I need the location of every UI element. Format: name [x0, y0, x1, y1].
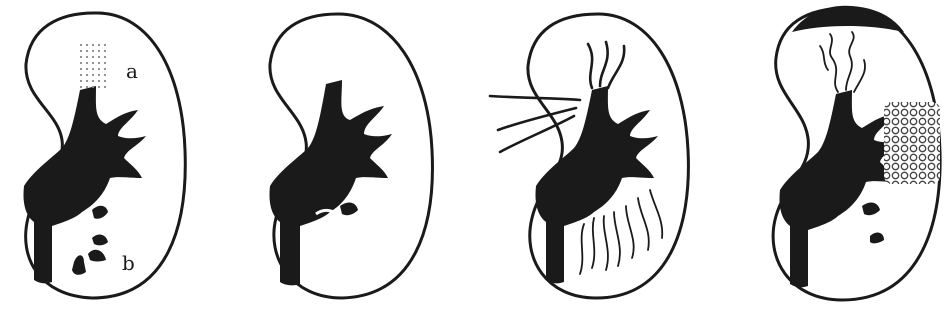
kidney-panel-4: [773, 6, 940, 300]
label-a: a: [126, 59, 138, 83]
kidney-panel-2: [269, 14, 432, 298]
reticular-lesion-4: [884, 102, 940, 184]
kidney-panel-3: [490, 14, 688, 298]
label-b: b: [122, 251, 135, 275]
stippled-lesion-a: [76, 42, 106, 88]
kidney-panel-1: a b: [23, 13, 185, 298]
